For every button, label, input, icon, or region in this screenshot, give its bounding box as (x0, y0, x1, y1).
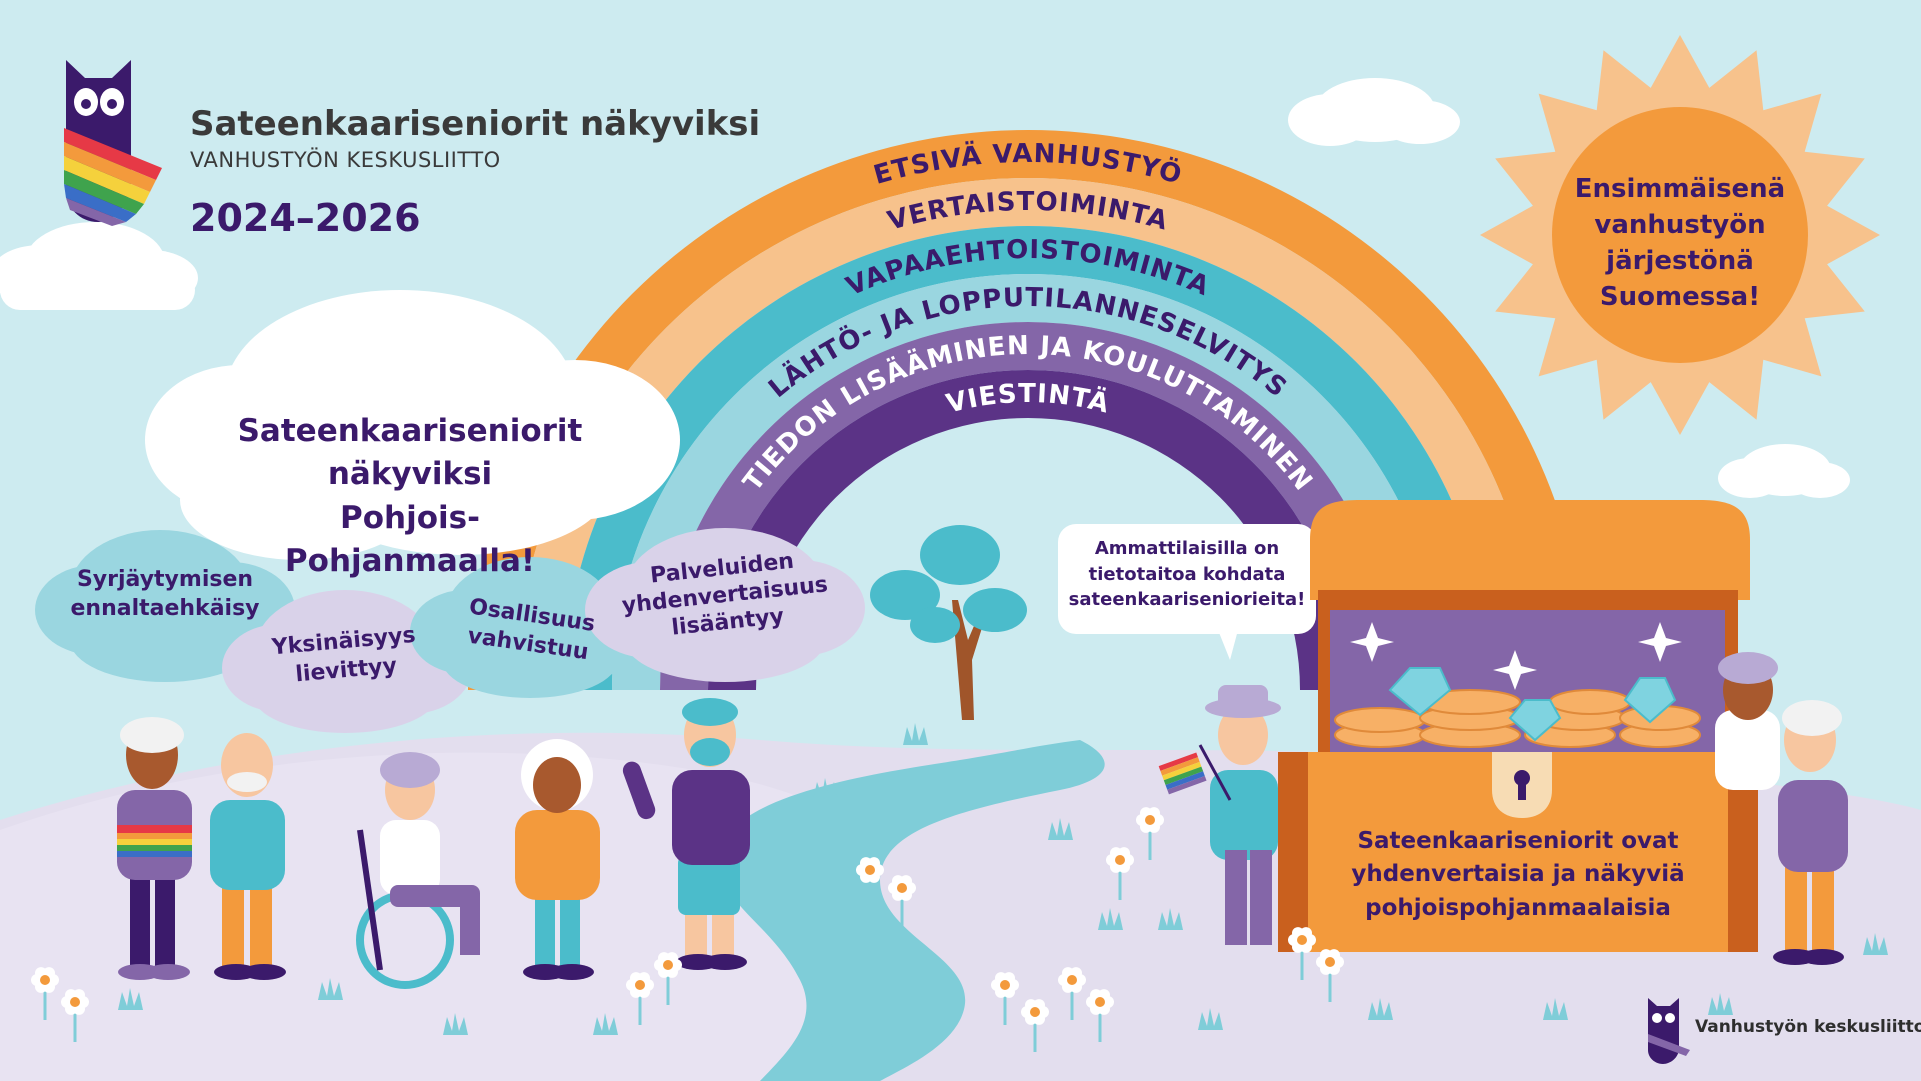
grass-icon (1708, 993, 1733, 1015)
grass-icon (593, 1013, 618, 1035)
footer-owl-icon (1648, 998, 1690, 1064)
grass-icons (118, 723, 1888, 1050)
grass-icon (1543, 998, 1568, 1020)
grass-icon (118, 988, 143, 1010)
person-bearded-waving (622, 698, 750, 970)
flower-icon (1136, 807, 1164, 860)
goal-cloud-3 (410, 557, 655, 698)
sun-icon (1480, 35, 1880, 435)
flower-icon (1021, 999, 1049, 1052)
grass-icon (1863, 933, 1888, 955)
rainbow (468, 130, 1588, 690)
person-white-hair (1773, 700, 1848, 965)
person-behind-chest (1715, 652, 1780, 790)
rainbow-flag-icon (1158, 752, 1207, 795)
header-subtitle: VANHUSTYÖN KESKUSLIITTO (190, 148, 501, 172)
flower-icon (1058, 967, 1086, 1020)
tree-icon (870, 525, 1027, 720)
flower-icon (61, 989, 89, 1042)
person-bald-glasses (210, 733, 286, 980)
sparkle-icons (1350, 622, 1682, 690)
flower-icons (31, 807, 1344, 1052)
grass-icon (1198, 1008, 1223, 1030)
grass-icon (1048, 818, 1073, 840)
grass-icon (813, 778, 838, 800)
flower-icon (991, 972, 1019, 1025)
flower-icon (31, 967, 59, 1020)
flower-icon (1288, 927, 1316, 980)
rainbow-band-4 (612, 274, 1444, 690)
flower-icon (1106, 847, 1134, 900)
gem-icons (1388, 667, 1677, 742)
sky-cloud-left (0, 222, 198, 310)
rainbow-band-5 (660, 322, 1396, 690)
grass-icon (808, 1028, 833, 1050)
flower-icon (626, 972, 654, 1025)
grass-icon (318, 978, 343, 1000)
header-title: Sateenkaariseniorit näkyviksi (190, 104, 761, 144)
sky-cloud-right (1718, 444, 1850, 498)
rainbow-band-6 (708, 370, 1348, 690)
grass-icon (903, 723, 928, 745)
flower-icon (888, 875, 916, 928)
flower-icon (856, 857, 884, 910)
river (718, 740, 1105, 1081)
flower-icon (1316, 949, 1344, 1002)
main-cloud (145, 290, 680, 560)
treasure-chest (1278, 500, 1758, 952)
header-years: 2024–2026 (190, 196, 421, 240)
footer-logo-text: Vanhustyön keskusliitto (1695, 1017, 1921, 1037)
person-with-flag (1158, 685, 1281, 945)
grass-icon (443, 1013, 468, 1035)
flower-icon (654, 952, 682, 1005)
person-orange-top (515, 739, 600, 980)
rainbow-band-3 (564, 226, 1492, 690)
sky-cloud-top (1288, 78, 1460, 146)
owl-logo-icon (64, 60, 162, 226)
person-wheelchair (356, 752, 480, 989)
grass-icon (1368, 998, 1393, 1020)
goal-cloud-4 (585, 528, 865, 682)
flower-icon (1086, 989, 1114, 1042)
grass-icon (1098, 908, 1123, 930)
grass-icon (1158, 908, 1183, 930)
speech-bubble (1058, 524, 1316, 660)
person-rainbow-scarf (117, 717, 192, 980)
